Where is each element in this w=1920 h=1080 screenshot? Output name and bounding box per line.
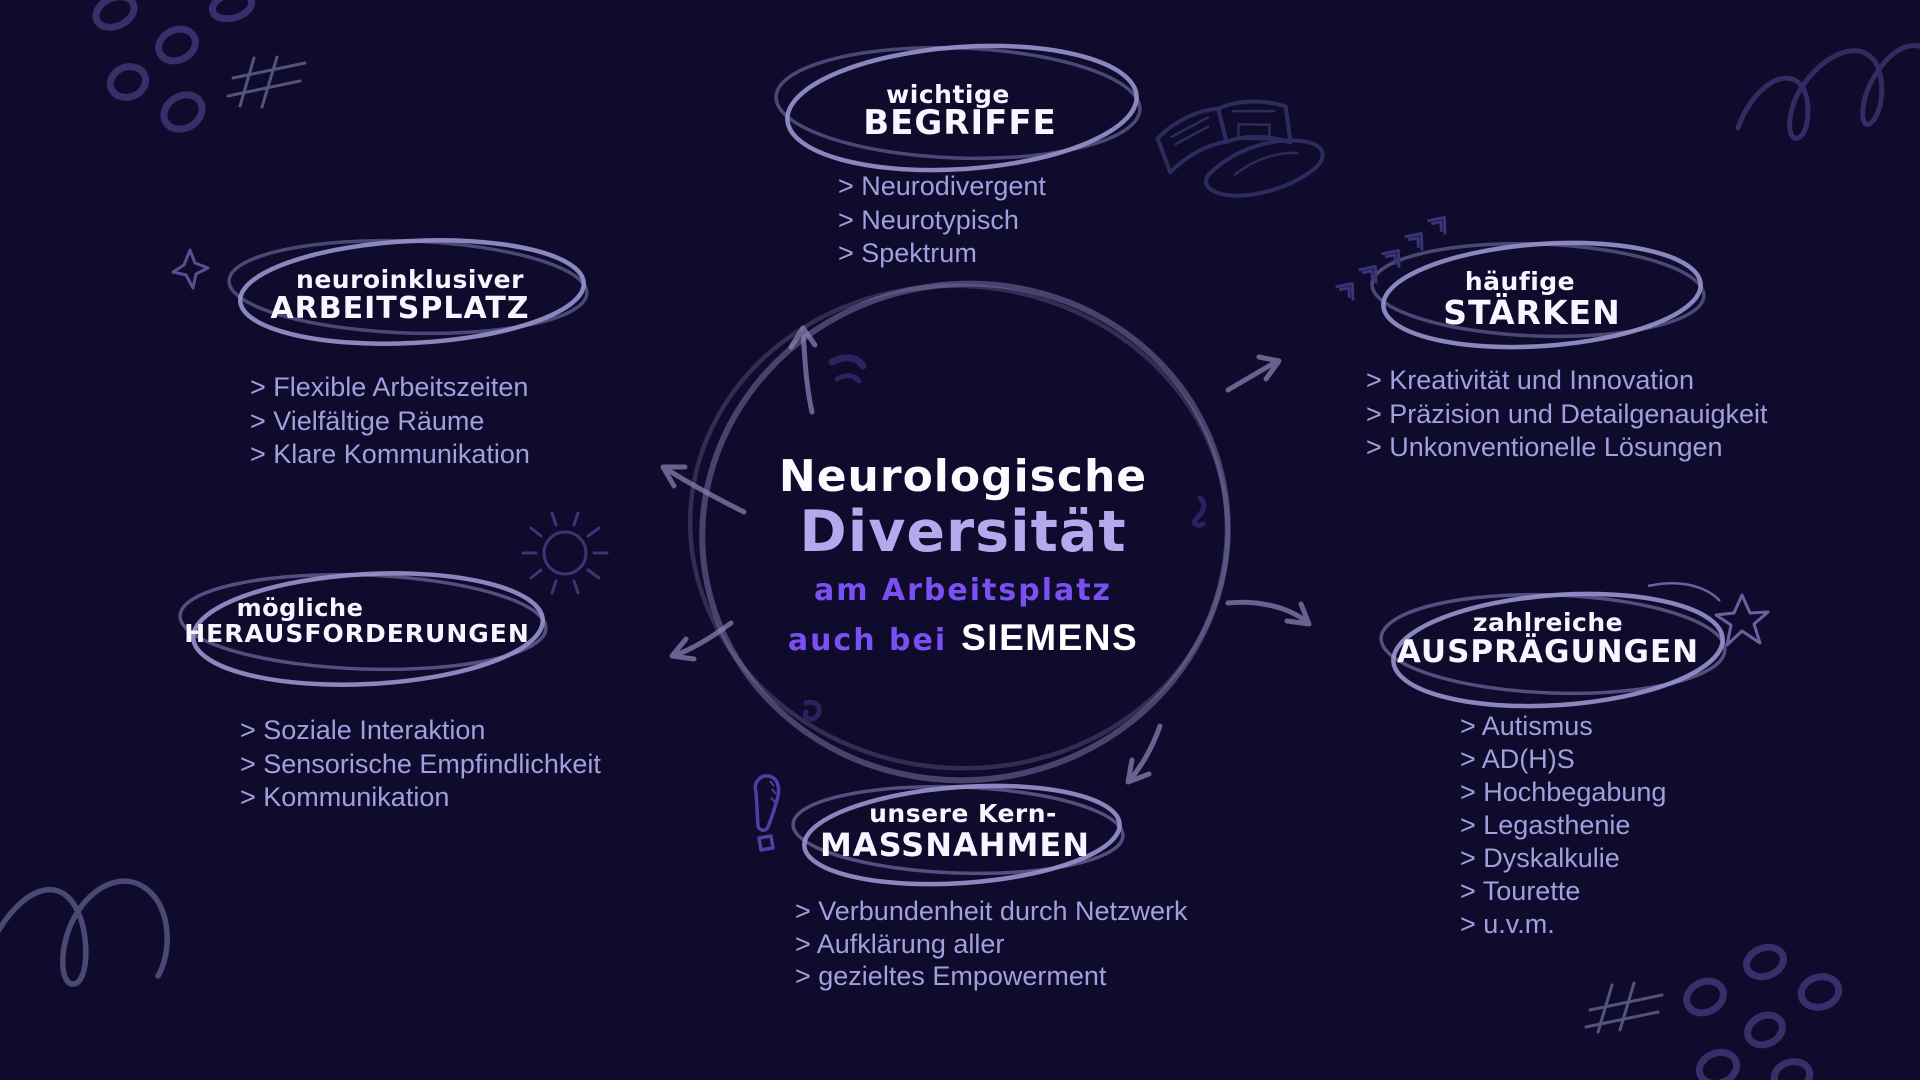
chevrons-doodle [1335,215,1447,301]
list-item: > Unkonventionelle Lösungen [1366,432,1723,462]
node-arbeitsplatz-eyebrow: neuroinklusiver [296,265,524,294]
node-herausforderungen-title: HERAUSFORDERUNGEN [184,619,530,648]
node-staerken-title: STÄRKEN [1443,293,1621,332]
center-title-line4: auch bei SIEMENS [779,617,1147,659]
list-item: > Vielfältige Räume [250,405,485,436]
rings-doodle-bottom-right [1683,943,1843,1080]
node-arbeitsplatz-list: > Flexible Arbeitszeiten > Vielfältige R… [250,371,530,472]
arrow-to-massnahmen [1125,723,1163,785]
node-auspraegungen-title: AUSPRÄGUNGEN [1396,634,1700,670]
node-staerken-list: > Kreativität und Innovation > Präzision… [1366,364,1768,465]
node-staerken-eyebrow: häufige [1464,267,1576,296]
node-arbeitsplatz-title: ARBEITSPLATZ [270,291,530,326]
list-item: > AD(H)S [1460,744,1575,774]
starburst-doodle-right [1647,582,1770,647]
list-item: > Klare Kommunikation [250,439,530,469]
node-ellipse-auspraegungen [1379,591,1727,709]
siemens-brand-text: SIEMENS [961,617,1139,658]
radial-arrows [660,325,1312,785]
node-massnahmen-eyebrow: unsere Kern- [869,799,1057,828]
arrow-to-begriffe [788,325,818,415]
node-begriffe-title: BEGRIFFE [863,103,1057,143]
node-ellipse-arbeitsplatz [227,238,589,346]
list-item: > gezieltes Empowerment [795,961,1107,991]
arrow-to-herausforderungen [669,620,734,662]
list-item: > Soziale Interaktion [240,715,486,745]
arrow-to-staerken [1225,354,1282,393]
book-icon [1155,99,1325,198]
list-item: > Hochbegabung [1460,777,1667,807]
node-auspraegungen-list: > Autismus > AD(H)S > Hochbegabung > Leg… [1460,710,1666,941]
list-item: > Kreativität und Innovation [1366,365,1694,395]
list-item: > Neurotypisch [838,204,1019,235]
center-title-line4-prefix: auch bei [787,623,948,658]
node-herausforderungen-list: > Soziale Interaktion > Sensorische Empf… [240,714,601,815]
list-item: > Verbundenheit durch Netzwerk [795,896,1188,926]
node-ellipse-begriffe [774,43,1142,173]
arrow-to-auspraegungen [1225,599,1312,627]
list-item: > Dyskalkulie [1460,843,1620,873]
spring-doodle-top-right [1735,43,1920,141]
node-ellipse-herausforderungen [178,571,548,687]
node-herausforderungen-eyebrow: mögliche [236,594,364,622]
sun-doodle [521,511,609,595]
hash-doodle-top-left [226,55,307,109]
list-item: > Spektrum [838,238,977,268]
node-auspraegungen-eyebrow: zahlreiche [1472,608,1624,637]
spring-doodle-bottom-left [0,878,170,987]
center-title-line1: Neurologische [778,451,1148,502]
hash-doodle-bottom-right [1584,981,1664,1034]
center-title-line3: am Arbeitsplatz [813,573,1113,608]
list-item: > Tourette [1460,876,1581,906]
list-item: > u.v.m. [1460,909,1555,939]
list-item: > Legasthenie [1460,810,1631,840]
center-title-block: Neurologische Diversität am Arbeitsplatz… [779,452,1147,659]
center-circle [687,280,1231,784]
node-ellipse-massnahmen [791,783,1125,887]
list-item: > Sensorische Empfindlichkeit [240,748,601,779]
list-item: > Präzision und Detailgenauigkeit [1366,398,1768,429]
rings-doodle-top-left [92,0,256,133]
exclamation-doodle [753,774,781,852]
node-begriffe-list: > Neurodivergent > Neurotypisch > Spektr… [838,170,1046,271]
list-item: > Aufklärung aller [795,928,1005,959]
node-begriffe-eyebrow: wichtige [886,80,1010,109]
list-item: > Neurodivergent [838,171,1046,201]
node-massnahmen-list: > Verbundenheit durch Netzwerk > Aufklär… [795,895,1188,993]
starburst-doodle-left [171,248,210,290]
node-ellipse-staerken [1370,240,1706,350]
arrow-to-arbeitsplatz [660,464,747,515]
center-title-line2: Diversität [799,499,1127,565]
accent-squiggles [802,354,1207,722]
list-item: > Flexible Arbeitszeiten [250,372,529,402]
list-item: > Autismus [1460,711,1593,741]
list-item: > Kommunikation [240,782,450,812]
node-massnahmen-title: MASSNAHMEN [819,826,1091,864]
